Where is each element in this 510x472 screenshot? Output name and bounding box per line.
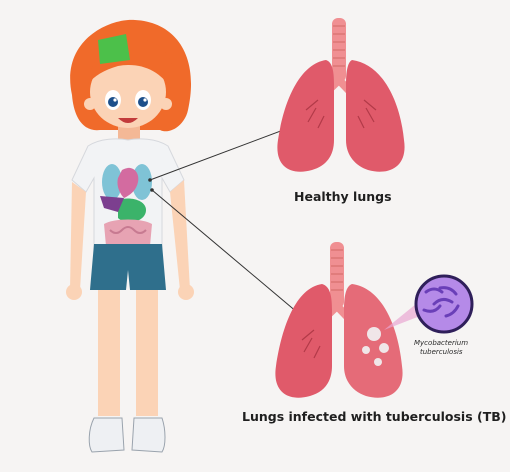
healthy-lungs — [277, 18, 404, 172]
caption-tuberculosis: tuberculosis — [420, 348, 463, 356]
left-leg — [98, 290, 120, 416]
left-arm — [70, 182, 86, 290]
leader-line-infected — [152, 190, 304, 318]
left-shoe — [89, 418, 124, 452]
caption-mycobacterium: Mycobacterium — [414, 339, 468, 347]
label-infected-lungs: Lungs infected with tuberculosis (TB) — [242, 409, 506, 424]
infected-trachea — [330, 242, 344, 308]
mycobacterium-magnifier — [416, 276, 472, 332]
right-leg — [136, 290, 158, 416]
right-arm — [170, 180, 190, 290]
infection-spot — [367, 327, 381, 341]
healthy-right-lung — [346, 60, 405, 172]
label-healthy-lungs: Healthy lungs — [294, 189, 392, 204]
infected-lungs — [275, 242, 420, 398]
shorts — [90, 244, 166, 290]
girl-figure — [66, 20, 194, 452]
healthy-left-lung — [277, 60, 334, 172]
right-shoe — [132, 418, 165, 452]
